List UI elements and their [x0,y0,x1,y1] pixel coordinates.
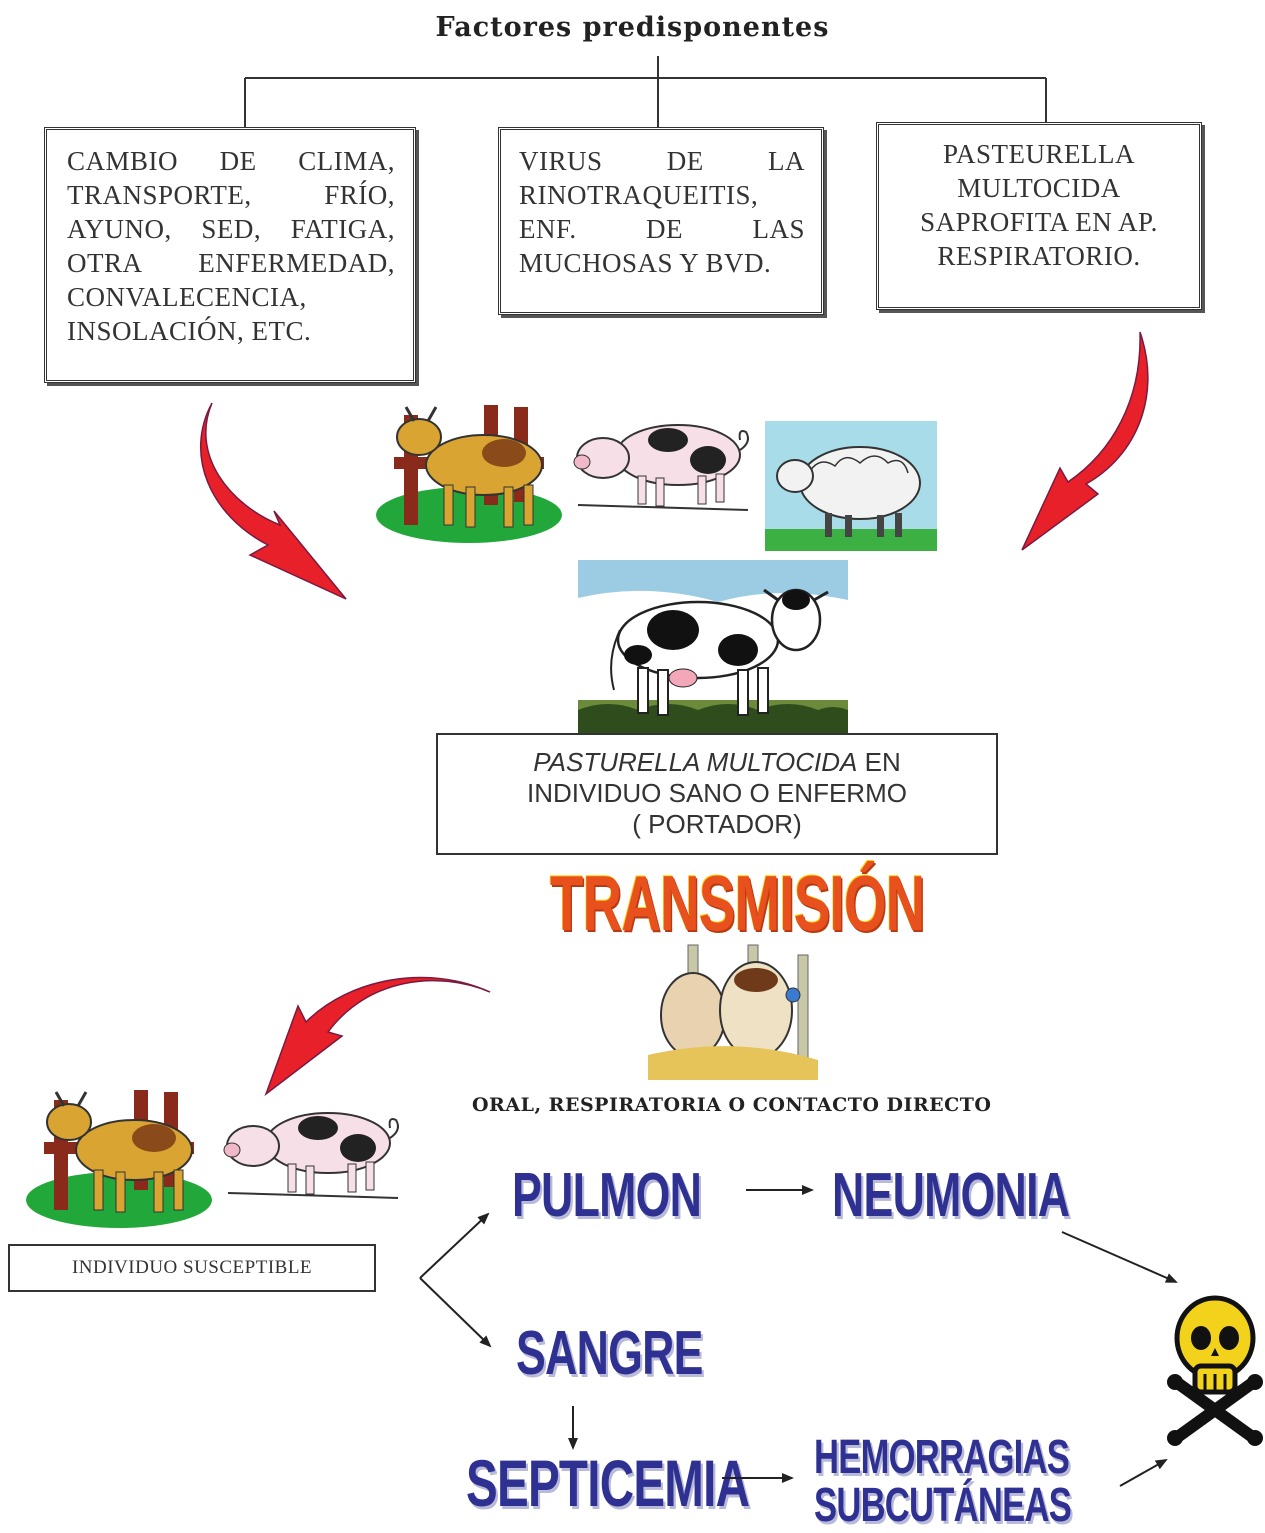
title-connector-lines [244,56,1047,128]
factor-box-environment-text: CAMBIO DE CLIMA, TRANSPORTE, FRÍO, AYUNO… [67,146,395,346]
skull-crossbones-icon [1167,1295,1263,1446]
red-curved-arrow-icon [1021,331,1149,551]
factor-box-pasteurella: PASTEURELLA MULTOCIDA SAPROFITA EN AP. R… [876,122,1202,310]
carrier-text-line2: INDIVIDUO SANO O ENFERMO [527,778,907,808]
diagram-title: Factores predisponentes [435,12,830,43]
sheep-icon [765,421,937,551]
factor-box-environment: CAMBIO DE CLIMA, TRANSPORTE, FRÍO, AYUNO… [44,127,416,383]
arrow-susceptible-to-pulmon [419,1212,490,1279]
arrow-hemorragias-to-death [1119,1459,1168,1487]
outcome-hemorragias-line2: SUBCUTÁNEAS [814,1479,1072,1532]
susceptible-text: INDIVIDUO SUSCEPTIBLE [71,1257,313,1278]
arrow-susceptible-to-sangre [419,1277,492,1348]
red-curved-arrow-icon [199,402,347,600]
carrier-box: PASTURELLA MULTOCIDA EN INDIVIDUO SANO O… [436,733,998,855]
pig-icon [223,1112,399,1199]
transmission-routes: ORAL, RESPIRATORIA O CONTACTO DIRECTO [472,1094,992,1116]
cow-fence-icon [26,1090,212,1228]
red-curved-arrow-icon [264,976,491,1097]
carrier-organism-name: PASTURELLA MULTOCIDA [533,747,858,777]
outcome-hemorragias-line1: HEMORRAGIAS [814,1431,1070,1484]
outcome-sangre: SANGRE [516,1319,703,1388]
outcome-septicemia: SEPTICEMIA [466,1446,750,1520]
factor-box-virus-text: VIRUS DE LA RINOTRAQUEITIS, ENF. DE LAS … [519,146,805,278]
holstein-cow-icon [578,560,848,735]
outcome-pulmon: PULMON [512,1161,702,1230]
factor-box-virus: VIRUS DE LA RINOTRAQUEITIS, ENF. DE LAS … [498,127,824,315]
carrier-text-line3: ( PORTADOR) [632,809,802,839]
cows-at-feeder-icon [648,944,818,1080]
carrier-text-en: EN [857,747,901,777]
transmission-heading: TRANSMISIÓN [550,859,925,947]
susceptible-box: INDIVIDUO SUSCEPTIBLE [8,1244,376,1292]
factor-box-pasteurella-text: PASTEURELLA MULTOCIDA SAPROFITA EN AP. R… [920,139,1158,271]
pig-icon [573,424,749,511]
arrow-neumonia-to-death [1061,1231,1178,1283]
outcome-neumonia: NEUMONIA [832,1161,1070,1230]
cow-fence-icon [376,405,562,543]
